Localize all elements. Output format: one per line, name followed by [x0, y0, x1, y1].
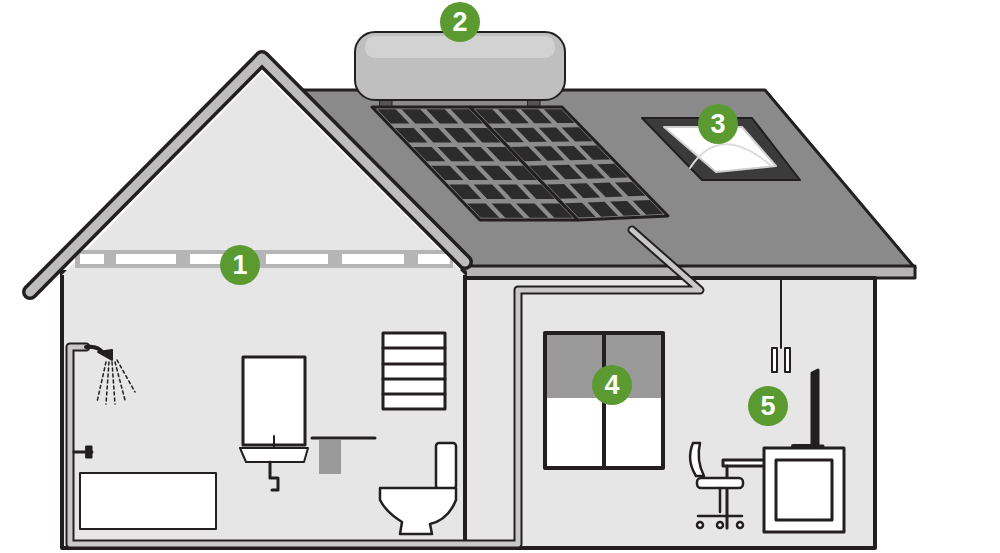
water-tank	[355, 32, 565, 108]
callout-number: 1	[220, 245, 260, 285]
window	[545, 333, 663, 468]
sink	[240, 436, 308, 490]
hot-water-pipe	[70, 230, 700, 544]
mirror	[243, 357, 305, 445]
callout-number: 4	[592, 365, 632, 405]
gable	[62, 72, 465, 275]
desk	[723, 370, 844, 532]
callout-number: 2	[440, 2, 480, 42]
soffit	[75, 250, 453, 268]
solar-panels	[372, 107, 668, 220]
shower	[74, 347, 135, 458]
bathroom-wall	[62, 272, 465, 548]
office-chair	[690, 443, 743, 528]
callout-number: 3	[698, 104, 738, 144]
louvre-window	[383, 333, 445, 409]
soffit-vents	[80, 254, 450, 264]
bathtub	[80, 473, 216, 529]
office-wall	[465, 278, 875, 548]
hot-water-pipe-fill	[70, 230, 700, 544]
callout-number: 5	[748, 386, 788, 426]
toilet	[380, 443, 456, 534]
towel-rail	[312, 438, 375, 474]
pendant-light	[772, 278, 790, 372]
